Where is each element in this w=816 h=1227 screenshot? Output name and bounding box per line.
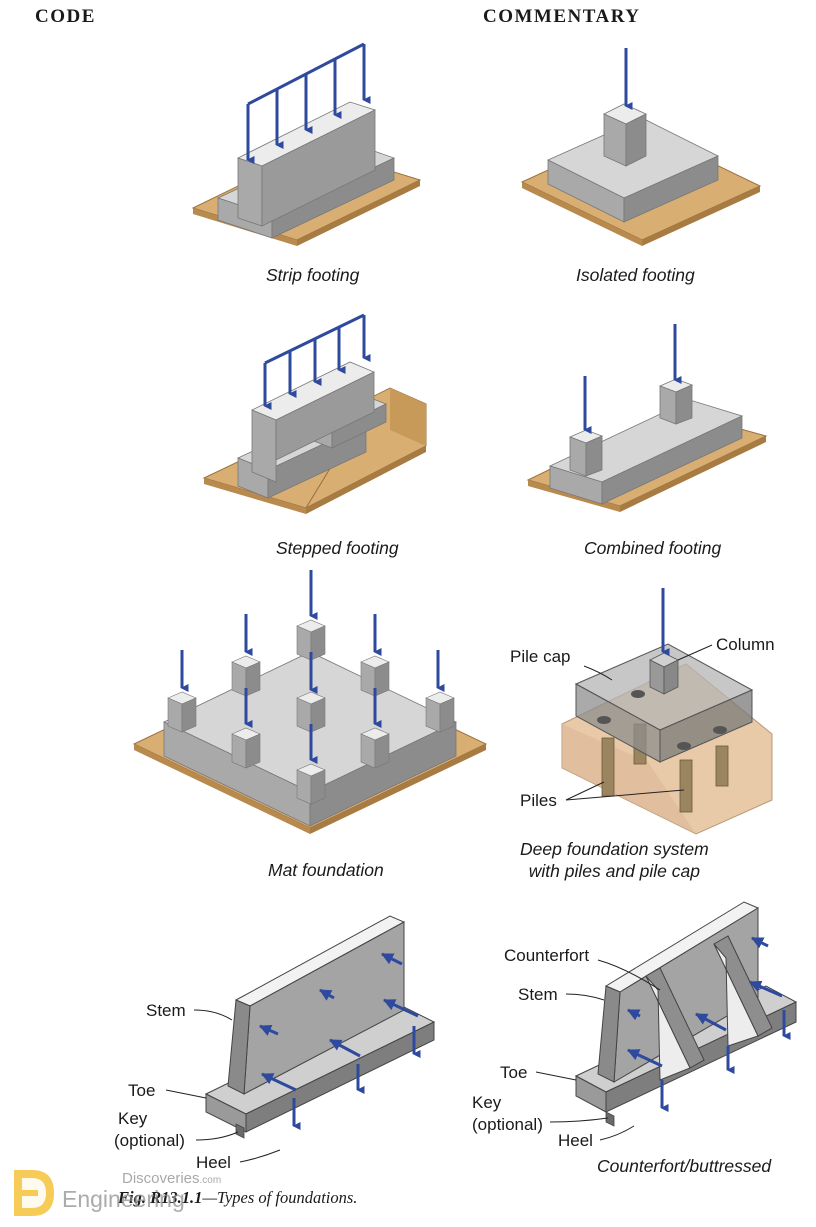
heel-label-left: Heel <box>196 1153 231 1172</box>
piles-label: Piles <box>520 791 557 810</box>
heel-label-right: Heel <box>558 1131 593 1150</box>
toe-label-right: Toe <box>500 1063 527 1082</box>
deep-foundation-drawing <box>561 588 773 835</box>
code-header: CODE <box>35 6 96 27</box>
watermark-site-suffix: .com <box>199 1175 222 1186</box>
key-optional-label-right: (optional) <box>472 1115 543 1134</box>
deep-foundation-caption-line1: Deep foundation system <box>520 839 709 859</box>
toe-label-left: Toe <box>128 1081 155 1100</box>
mat-foundation-caption: Mat foundation <box>268 860 384 880</box>
key-label-right: Key <box>472 1093 502 1112</box>
figure-title: —Types of foundations. <box>202 1188 358 1207</box>
deep-foundation-caption-line2: with piles and pile cap <box>528 861 700 881</box>
key-label-left: Key <box>118 1109 148 1128</box>
combined-footing-drawing <box>526 324 768 512</box>
counterfort-wall-drawing <box>535 901 798 1141</box>
mat-foundation-drawing <box>132 570 488 834</box>
figure-caption: Fig. R13.1.1—Types of foundations. <box>118 1188 357 1208</box>
strip-footing-caption: Strip footing <box>266 265 360 285</box>
stepped-footing-caption: Stepped footing <box>276 538 399 558</box>
watermark-brand: Engineering <box>62 1186 185 1212</box>
strip-footing-drawing <box>191 42 422 246</box>
watermark-site-name: Discoveries <box>122 1170 200 1187</box>
figure-number: Fig. R13.1.1 <box>118 1188 203 1207</box>
commentary-header: COMMENTARY <box>483 6 641 27</box>
stepped-footing-drawing <box>202 313 427 514</box>
watermark-site: Discoveries.com <box>122 1170 221 1187</box>
cantilever-wall-drawing <box>165 915 436 1163</box>
pile-cap-label: Pile cap <box>510 647 570 666</box>
column-label: Column <box>716 635 775 654</box>
stem-label-left: Stem <box>146 1001 186 1020</box>
engineering-discoveries-logo-icon <box>14 1170 54 1216</box>
counterfort-caption: Counterfort/buttressed <box>597 1156 772 1176</box>
counterfort-label: Counterfort <box>504 946 589 965</box>
combined-footing-caption: Combined footing <box>584 538 722 558</box>
isolated-footing-drawing <box>520 48 762 246</box>
deep-foundation-caption: Deep foundation system with piles and pi… <box>520 838 709 882</box>
isolated-footing-caption: Isolated footing <box>576 265 695 285</box>
key-optional-label-left: (optional) <box>114 1131 185 1150</box>
stem-label-right: Stem <box>518 985 558 1004</box>
